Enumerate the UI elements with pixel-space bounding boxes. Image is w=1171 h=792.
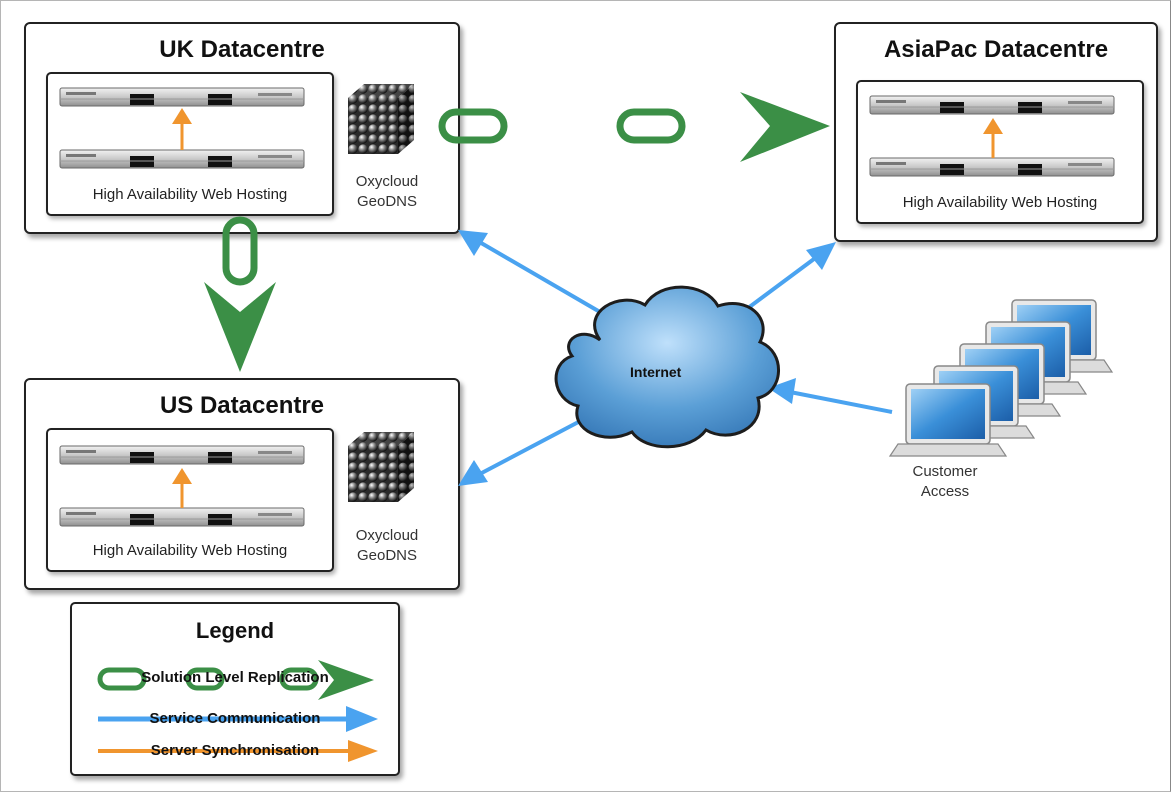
us-geodns-label: Oxycloud GeoDNS (342, 526, 432, 566)
us-server-rack-bottom (59, 507, 305, 527)
asiapac-ha-hosting-label: High Availability Web Hosting (902, 194, 1098, 211)
uk-geodns-line1: Oxycloud (355, 173, 419, 190)
asiapac-server-rack-top (869, 95, 1115, 115)
customer-line2: Access (920, 483, 970, 500)
us-geodns-line1: Oxycloud (355, 527, 419, 544)
internet-cloud-icon (554, 285, 780, 449)
us-datacentre-title: US Datacentre (159, 392, 325, 419)
us-geodns-line2: GeoDNS (356, 547, 418, 564)
asiapac-datacentre-title: AsiaPac Datacentre (883, 36, 1109, 63)
us-server-rack-top (59, 445, 305, 465)
customer-access-label: Customer Access (890, 462, 1000, 502)
asiapac-server-rack-bottom (869, 157, 1115, 177)
legend-sync-label: Server Synchronisation (150, 742, 320, 759)
customer-line1: Customer (912, 463, 978, 480)
asiapac-datacentre-box: AsiaPac Datacentre High Availability Web… (834, 22, 1158, 242)
uk-geodns-line2: GeoDNS (356, 193, 418, 210)
uk-server-rack-top (59, 87, 305, 107)
us-sync-arrow (172, 468, 192, 508)
customer-laptops-icon (889, 299, 1113, 457)
legend-replication-swatch (97, 660, 374, 700)
uk-ha-hosting-label: High Availability Web Hosting (92, 186, 288, 203)
legend-service-swatch (98, 706, 378, 732)
service-arrow-to-us (458, 416, 587, 486)
uk-server-rack-bottom (59, 149, 305, 169)
replication-uk-us (204, 216, 276, 372)
us-geodns-cube-icon (348, 432, 414, 502)
legend-service-label: Service Communication (149, 710, 321, 727)
us-ha-hosting-label: High Availability Web Hosting (92, 542, 288, 559)
service-arrow-customer (768, 378, 893, 414)
asiapac-sync-arrow (983, 118, 1003, 158)
uk-datacentre-box: UK Datacentre High Availability Web Host… (24, 22, 460, 234)
uk-sync-arrow (172, 108, 192, 150)
replication-uk-asiapac (438, 92, 830, 162)
internet-label: Internet (630, 364, 682, 380)
legend-replication-label: Solution Level Replication (141, 669, 329, 686)
uk-datacentre-title: UK Datacentre (159, 36, 325, 63)
service-arrow-to-uk (458, 230, 602, 314)
uk-geodns-cube-icon (348, 84, 414, 154)
legend-title: Legend (195, 618, 275, 643)
uk-geodns-label: Oxycloud GeoDNS (342, 172, 432, 212)
legend-sync-swatch (98, 740, 378, 762)
